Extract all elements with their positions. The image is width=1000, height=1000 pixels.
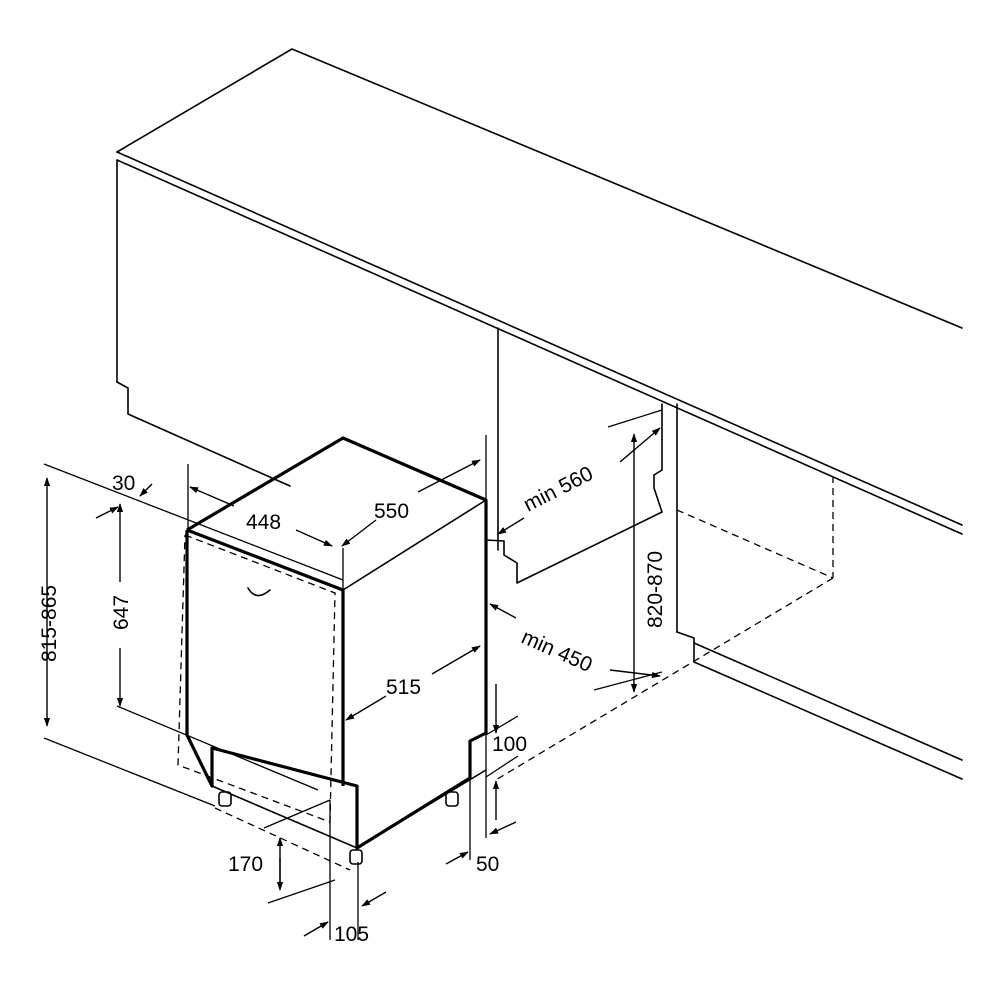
niche-right-wall	[653, 403, 663, 513]
dimension-arrows	[43, 427, 661, 937]
label-min-560: min 560	[520, 462, 597, 516]
label-550: 550	[374, 500, 409, 523]
kitchen-cabinets	[116, 48, 963, 780]
door-handle-icon	[247, 587, 271, 597]
right-cabinet-plinth	[676, 631, 963, 780]
dishwasher-side-bottom-edge	[356, 769, 487, 849]
arrow-105-right	[361, 891, 387, 907]
label-105: 105	[334, 923, 369, 946]
label-100: 100	[492, 733, 527, 756]
dishwasher-side-top-edge	[342, 499, 487, 591]
worktop-top-surface	[116, 48, 963, 329]
arrow-105-left	[303, 921, 329, 937]
dishwasher-outline	[185, 436, 488, 850]
worktop-front-edge	[116, 151, 963, 526]
label-50: 50	[476, 853, 499, 876]
arrow-min-560-right	[619, 427, 661, 463]
extension-lines	[43, 409, 663, 940]
arrow-50-right	[489, 821, 517, 835]
label-647: 647	[110, 595, 133, 630]
dimension-labels: 30 448 550 515 100 50 170 105 815-865 64…	[38, 462, 667, 946]
left-cabinet-plinth	[116, 381, 291, 487]
arrow-30-left	[95, 506, 119, 519]
dishwasher-foot-front-left	[218, 791, 232, 807]
arrow-min-450-left	[489, 603, 517, 619]
dishwasher-top-front-edge	[186, 528, 344, 592]
label-170: 170	[228, 853, 263, 876]
arrow-448-left	[189, 486, 235, 507]
label-30: 30	[112, 472, 135, 495]
arrow-min-450-right	[609, 669, 661, 679]
label-min-450: min 450	[518, 626, 596, 677]
arrow-min-560-left	[497, 517, 525, 535]
worktop-front-edge-lower	[116, 159, 963, 535]
arrow-448-right	[295, 529, 333, 547]
arrow-550-right	[417, 459, 481, 493]
label-815-865: 815-865	[38, 585, 61, 662]
middle-cabinet-plinth	[485, 511, 663, 584]
dishwasher-foot-back-right	[445, 791, 459, 807]
dishwasher-plinth-line	[211, 785, 358, 849]
arrow-515-left	[345, 695, 387, 721]
arrow-515-right	[431, 645, 481, 675]
arrow-50-left	[445, 851, 469, 865]
right-cabinet-bottom-line	[693, 642, 963, 761]
label-448: 448	[246, 511, 281, 534]
label-515: 515	[386, 676, 421, 699]
arrow-550-left	[341, 519, 377, 547]
dishwasher-foot-front-right	[349, 849, 363, 865]
label-820-870: 820-870	[644, 551, 667, 628]
arrow-30-right	[139, 483, 153, 497]
